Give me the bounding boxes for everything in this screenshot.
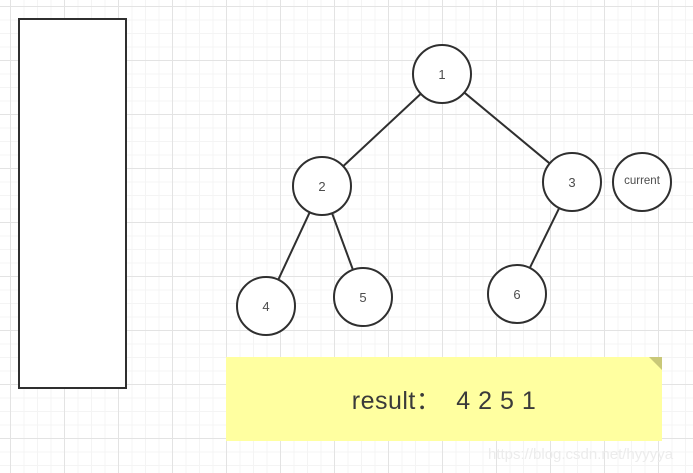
tree-node-4[interactable]: 4 — [236, 276, 296, 336]
tree-node-2[interactable]: 2 — [292, 156, 352, 216]
tree-edge-n2-n4 — [277, 212, 311, 280]
tree-node-label: 5 — [359, 289, 367, 305]
tree-node-label: 2 — [318, 178, 326, 194]
tree-edge-n1-n3 — [464, 92, 550, 164]
tree-node-label: 6 — [513, 286, 521, 302]
tree-node-5[interactable]: 5 — [333, 267, 393, 327]
tree-node-label: 3 — [568, 174, 576, 190]
tree-edge-n1-n2 — [342, 93, 422, 167]
tree-node-label: 4 — [262, 298, 270, 314]
tree-node-current[interactable]: current — [612, 152, 672, 212]
tree-node-label: 1 — [438, 66, 446, 82]
note-fold-corner-icon — [649, 357, 662, 370]
result-text: result： 4 2 5 1 — [351, 387, 537, 415]
result-sticky-note[interactable]: result： 4 2 5 1 — [226, 357, 662, 441]
watermark-text: https://blog.csdn.net/hyyyya — [488, 446, 674, 463]
tree-node-3[interactable]: 3 — [542, 152, 602, 212]
tree-node-6[interactable]: 6 — [487, 264, 547, 324]
tree-node-label: current — [624, 175, 660, 188]
empty-rectangle-shape[interactable] — [18, 18, 127, 389]
tree-node-1[interactable]: 1 — [412, 44, 472, 104]
tree-edge-n3-n6 — [529, 207, 560, 269]
tree-edge-n2-n5 — [331, 213, 354, 270]
